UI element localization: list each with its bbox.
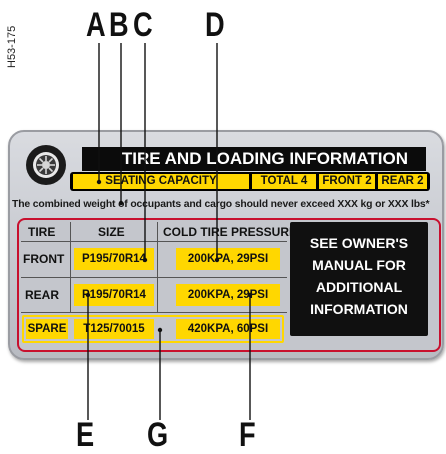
header-tire: TIRE bbox=[28, 225, 56, 239]
leader-dot-e bbox=[85, 292, 91, 298]
grid-line bbox=[21, 277, 287, 278]
callout-g: G bbox=[147, 416, 169, 454]
owners-manual-panel: SEE OWNER'S MANUAL FOR ADDITIONAL INFORM… bbox=[290, 222, 428, 336]
label-title: TIRE AND LOADING INFORMATION bbox=[82, 147, 426, 171]
callout-d: D bbox=[205, 6, 225, 44]
callout-b: B bbox=[109, 6, 129, 44]
leader-dot-b bbox=[118, 200, 124, 206]
leader-dot-d bbox=[214, 257, 220, 263]
info-line: MANUAL FOR bbox=[312, 257, 406, 273]
header-size: SIZE bbox=[98, 225, 125, 239]
callout-a: A bbox=[86, 6, 106, 44]
capacity-front: FRONT 2 bbox=[319, 174, 375, 189]
combined-weight-text: The combined weight of occupants and car… bbox=[12, 199, 430, 210]
capacity-total: TOTAL 4 bbox=[252, 174, 316, 189]
info-line: SEE OWNER'S bbox=[309, 235, 409, 251]
leader-dot-a bbox=[96, 179, 102, 185]
spare-tire-row bbox=[22, 315, 284, 343]
leader-dot-g bbox=[157, 327, 163, 333]
leader-dot-f bbox=[247, 292, 253, 298]
rear-tire-size: P195/70R14 bbox=[74, 284, 154, 306]
grid-line bbox=[21, 241, 287, 242]
header-cold-tire-pressure: COLD TIRE PRESSURE bbox=[163, 225, 298, 239]
seating-capacity-label: SEATING CAPACITY bbox=[73, 174, 249, 189]
callout-c: C bbox=[133, 6, 153, 44]
spare-tire-pressure: 420KPA, 60PSI bbox=[176, 319, 280, 339]
row-label-spare: SPARE bbox=[26, 319, 68, 339]
front-tire-pressure: 200KPA, 29PSI bbox=[176, 248, 280, 270]
row-label-front: FRONT bbox=[23, 252, 65, 266]
front-tire-size: P195/70R14 bbox=[74, 248, 154, 270]
rear-tire-pressure: 200KPA, 29PSI bbox=[176, 284, 280, 306]
leader-dot-c bbox=[142, 257, 148, 263]
capacity-rear: REAR 2 bbox=[378, 174, 427, 189]
seating-capacity-strip: SEATING CAPACITY TOTAL 4 FRONT 2 REAR 2 bbox=[70, 172, 430, 191]
tire-icon bbox=[26, 145, 66, 185]
grid-line bbox=[21, 312, 287, 313]
info-line: INFORMATION bbox=[310, 301, 408, 317]
spare-tire-size: T125/70015 bbox=[74, 319, 154, 339]
grid-line bbox=[157, 222, 158, 312]
callout-f: F bbox=[239, 416, 256, 454]
grid-line bbox=[70, 222, 71, 312]
row-label-rear: REAR bbox=[25, 288, 60, 302]
info-line: ADDITIONAL bbox=[315, 279, 403, 295]
callout-e: E bbox=[76, 416, 95, 454]
